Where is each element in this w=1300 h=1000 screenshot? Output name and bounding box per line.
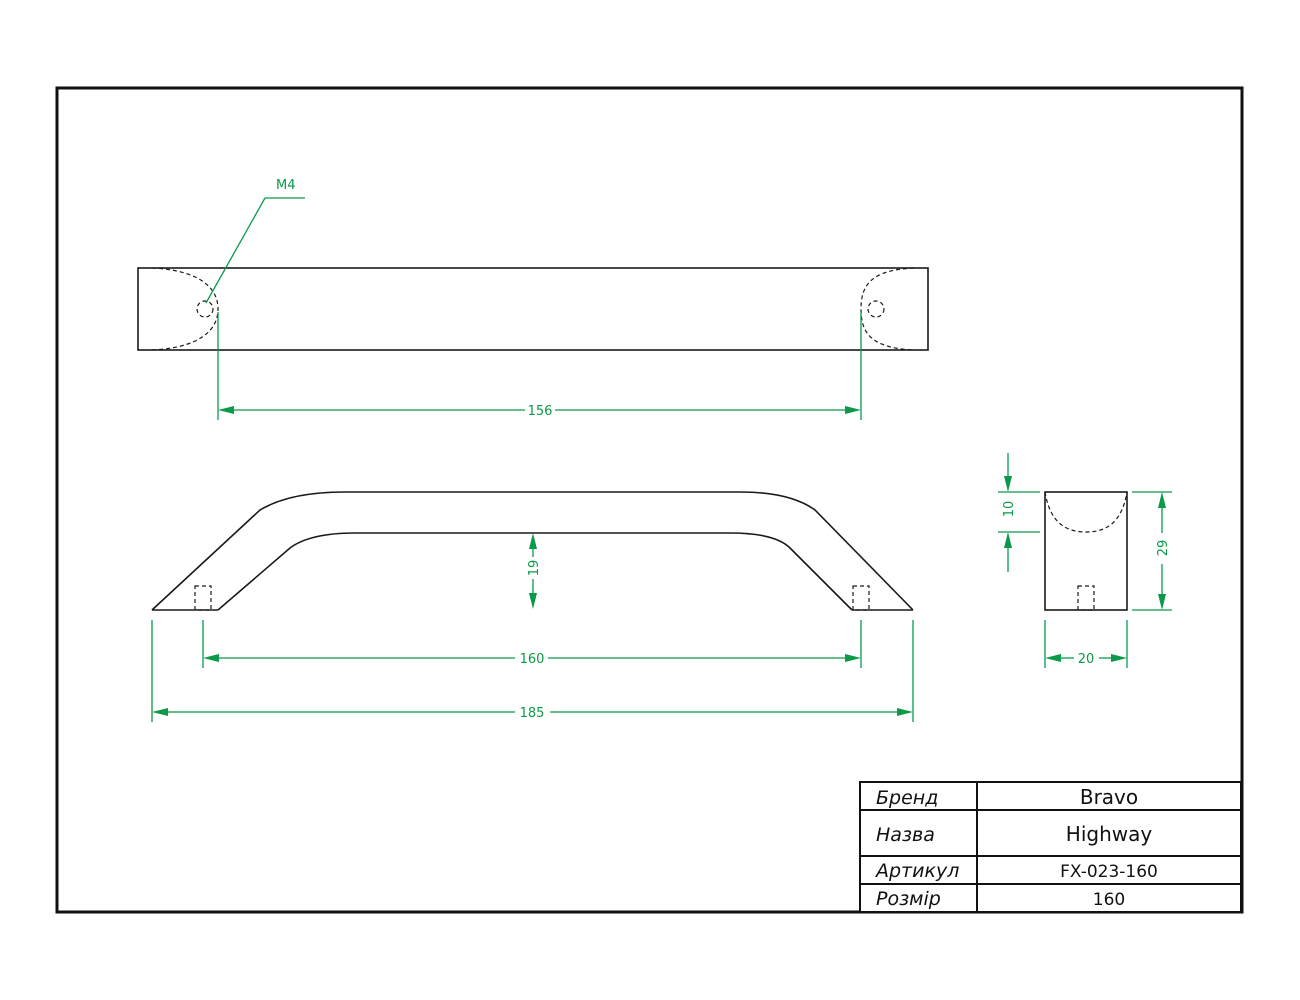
thread-callout: M4 xyxy=(205,178,305,304)
dim-value-156: 156 xyxy=(528,404,553,419)
dim-value-185: 185 xyxy=(520,706,545,721)
arrowhead xyxy=(529,593,537,609)
dim-end-height: 29 xyxy=(1132,491,1172,611)
arrowhead xyxy=(203,654,219,662)
arrowhead xyxy=(1004,476,1012,492)
handle-outer-curve xyxy=(151,491,914,611)
dim-value-10: 10 xyxy=(1002,501,1017,518)
name-value: Highway xyxy=(1066,822,1153,846)
arrowhead xyxy=(529,533,537,549)
dim-value-160: 160 xyxy=(520,652,545,667)
article-label: Артикул xyxy=(874,860,959,882)
dim-end-recess: 10 xyxy=(998,453,1040,572)
left-screw-hole-hidden xyxy=(194,585,212,611)
side-view-outline xyxy=(1044,491,1128,611)
arrowhead xyxy=(1045,654,1061,662)
brand-label: Бренд xyxy=(876,787,938,809)
arrowhead xyxy=(845,406,861,414)
thread-label: M4 xyxy=(276,178,296,193)
title-block: Бренд Bravo Назва Highway Артикул FX-023… xyxy=(859,781,1242,913)
drawing-frame xyxy=(55,86,1244,914)
top-view xyxy=(137,267,929,351)
arrowhead xyxy=(218,406,234,414)
size-label: Розмір xyxy=(876,888,941,910)
brand-value: Bravo xyxy=(1080,785,1138,809)
arrowhead xyxy=(1111,654,1127,662)
side-view xyxy=(1044,491,1128,611)
name-label: Назва xyxy=(876,824,935,846)
size-value: 160 xyxy=(1093,890,1125,910)
handle-inner-curve xyxy=(217,532,853,611)
dim-handle-height: 19 xyxy=(527,533,542,609)
left-mounting-hole xyxy=(196,300,214,318)
left-end-hidden-curve xyxy=(151,267,219,351)
arrowhead xyxy=(1004,532,1012,548)
side-screw-hole-hidden xyxy=(1077,585,1095,611)
right-screw-hole-hidden xyxy=(852,585,870,611)
side-recess-hidden xyxy=(1044,491,1128,533)
right-mounting-hole xyxy=(867,300,885,318)
top-view-outline xyxy=(137,267,929,351)
dim-hole-spacing: 156 xyxy=(217,312,862,420)
right-end-hidden-curve xyxy=(860,267,915,351)
callout-leader xyxy=(205,197,266,304)
arrowhead xyxy=(845,654,861,662)
arrowhead xyxy=(152,708,168,716)
front-view xyxy=(151,491,914,611)
arrowhead xyxy=(1158,594,1166,610)
dim-value-29: 29 xyxy=(1156,540,1171,557)
dim-value-19: 19 xyxy=(527,560,542,577)
dim-center-distance: 160 xyxy=(202,620,862,668)
arrowhead xyxy=(1158,492,1166,508)
title-block-border xyxy=(859,781,1242,913)
arrowhead xyxy=(897,708,913,716)
dim-overall-length: 185 xyxy=(151,620,914,722)
dim-value-20: 20 xyxy=(1078,652,1095,667)
dim-end-width: 20 xyxy=(1044,620,1128,668)
article-value: FX-023-160 xyxy=(1060,862,1158,882)
